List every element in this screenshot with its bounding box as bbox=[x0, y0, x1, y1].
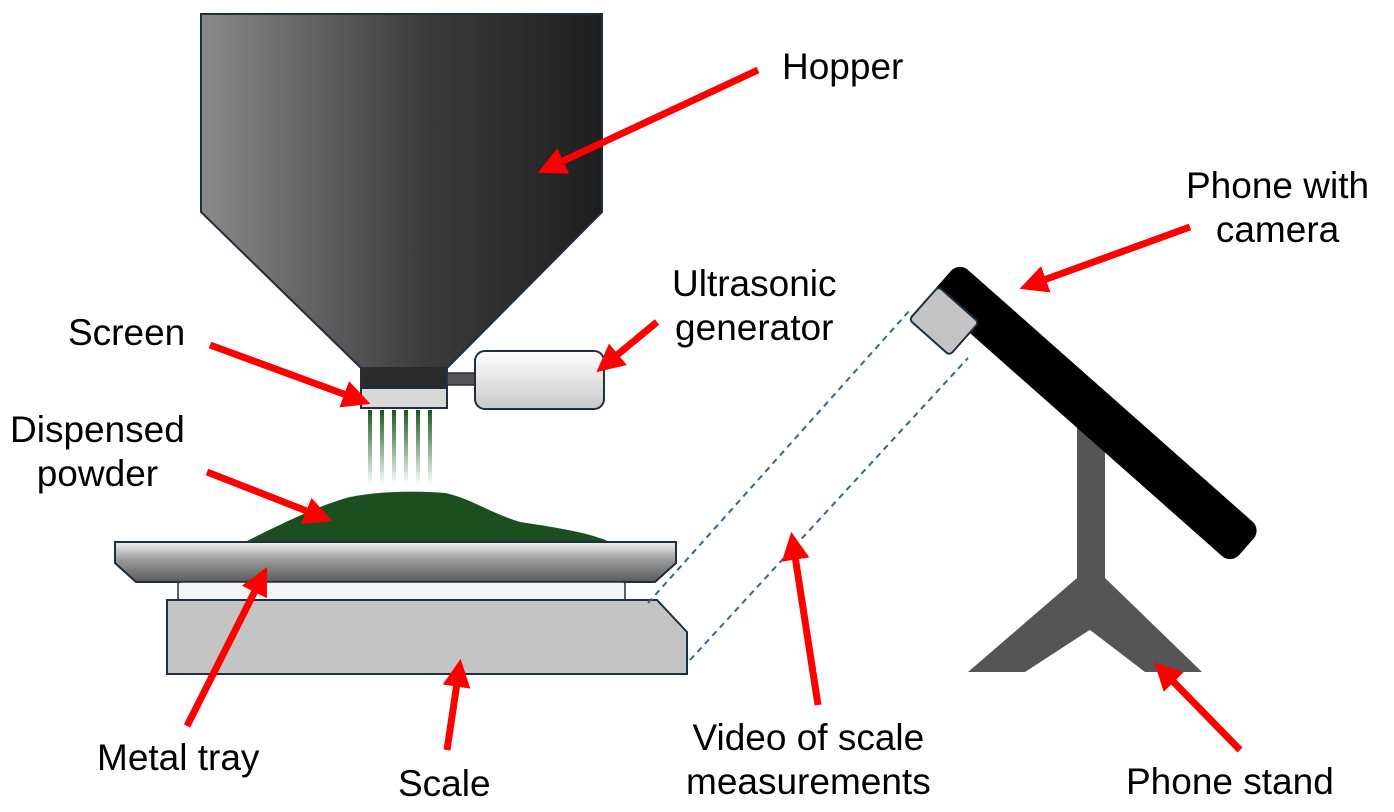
phone-body bbox=[933, 266, 1257, 560]
arrow-video bbox=[781, 531, 822, 706]
arrow-phone-stand bbox=[1154, 661, 1243, 753]
label-phone-line-2: camera bbox=[1215, 209, 1340, 250]
label-hopper: Hopper bbox=[782, 46, 904, 87]
label-dispensed-powder: Dispensed powder bbox=[10, 408, 185, 496]
arrow-screen bbox=[208, 341, 371, 408]
arrow-phone bbox=[1019, 223, 1192, 293]
label-phone-with-camera: Phone with camera bbox=[1186, 164, 1369, 252]
view-line-lower bbox=[689, 357, 969, 661]
label-ultrasonic-line-1: Ultrasonic bbox=[672, 263, 837, 304]
label-screen: Screen bbox=[68, 312, 186, 353]
arrow-hopper bbox=[537, 66, 760, 174]
label-ultrasonic-generator: Ultrasonic generator bbox=[672, 262, 837, 350]
generator-coupling bbox=[446, 372, 476, 386]
label-powder-line-2: powder bbox=[36, 453, 159, 494]
label-phone-line-1: Phone with bbox=[1186, 165, 1370, 206]
powder-streams bbox=[368, 410, 432, 485]
hopper-body bbox=[200, 13, 603, 369]
label-video-line-1: Video of scale bbox=[692, 717, 925, 758]
label-phone-stand: Phone stand bbox=[1126, 761, 1334, 802]
label-metal-tray: Metal tray bbox=[97, 737, 260, 778]
scale-pan bbox=[177, 581, 626, 601]
annotation-arrows bbox=[183, 66, 1243, 753]
powder-pile bbox=[245, 491, 610, 542]
arrow-scale bbox=[442, 658, 471, 751]
metal-tray bbox=[114, 541, 677, 583]
label-video-line-2: measurements bbox=[686, 761, 931, 802]
label-scale: Scale bbox=[398, 763, 491, 804]
view-line-upper bbox=[647, 309, 911, 604]
ultrasonic-generator-body bbox=[474, 350, 605, 410]
scale-body bbox=[166, 599, 688, 675]
screen-lower bbox=[360, 387, 448, 409]
label-ultrasonic-line-2: generator bbox=[675, 307, 834, 348]
arrow-ultrasonic bbox=[596, 319, 660, 373]
screen-upper bbox=[360, 367, 448, 389]
arrow-metal-tray bbox=[183, 566, 268, 728]
phone-stand-shape bbox=[968, 420, 1202, 672]
label-powder-line-1: Dispensed bbox=[10, 409, 185, 450]
arrow-powder bbox=[205, 468, 333, 524]
phone-camera bbox=[909, 287, 979, 355]
label-video-of-scale-measurements: Video of scale measurements bbox=[686, 716, 931, 804]
